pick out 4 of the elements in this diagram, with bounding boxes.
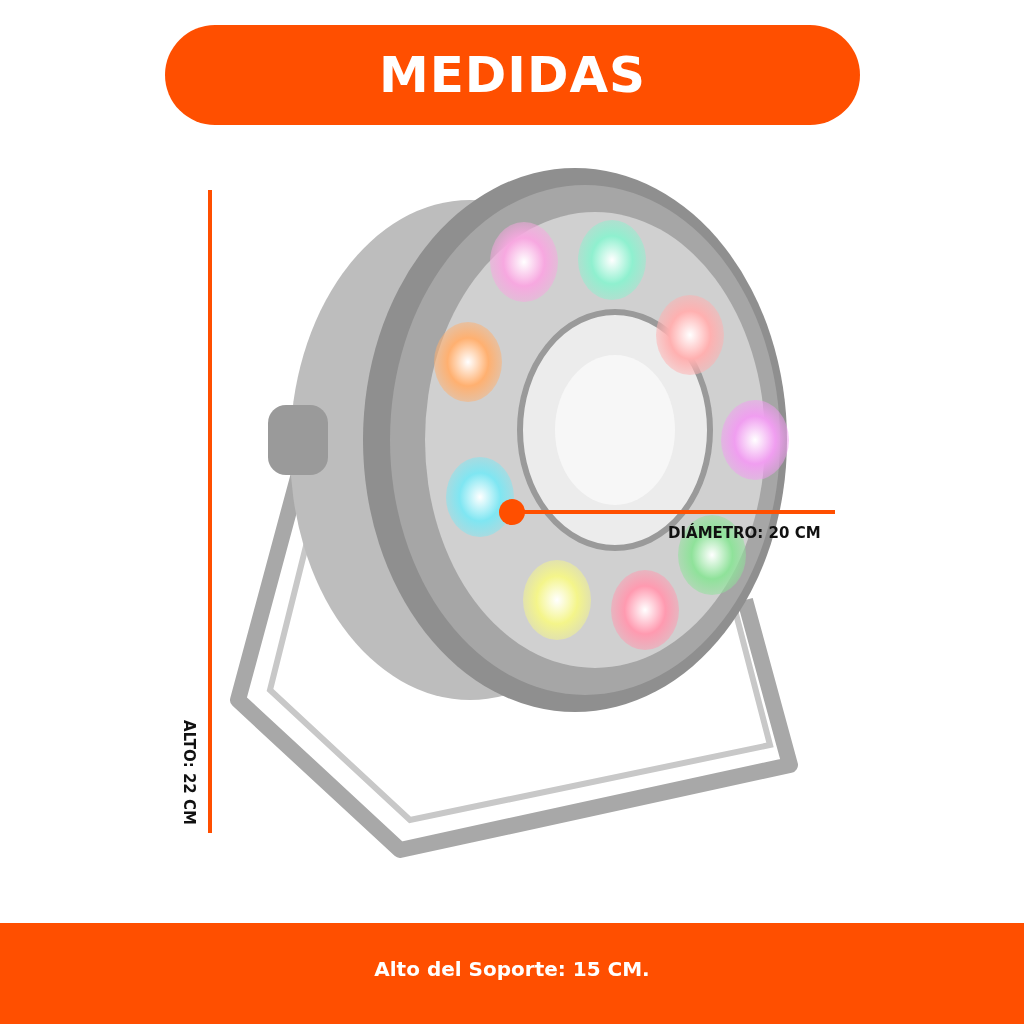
title-banner: MEDIDAS [165,25,860,125]
dimension-label: ALTO: 22 CM [180,720,198,825]
dimension-label: DIÁMETRO: 20 CM [668,524,821,542]
caption: Alto del Soporte: 15 CM. [373,957,651,981]
